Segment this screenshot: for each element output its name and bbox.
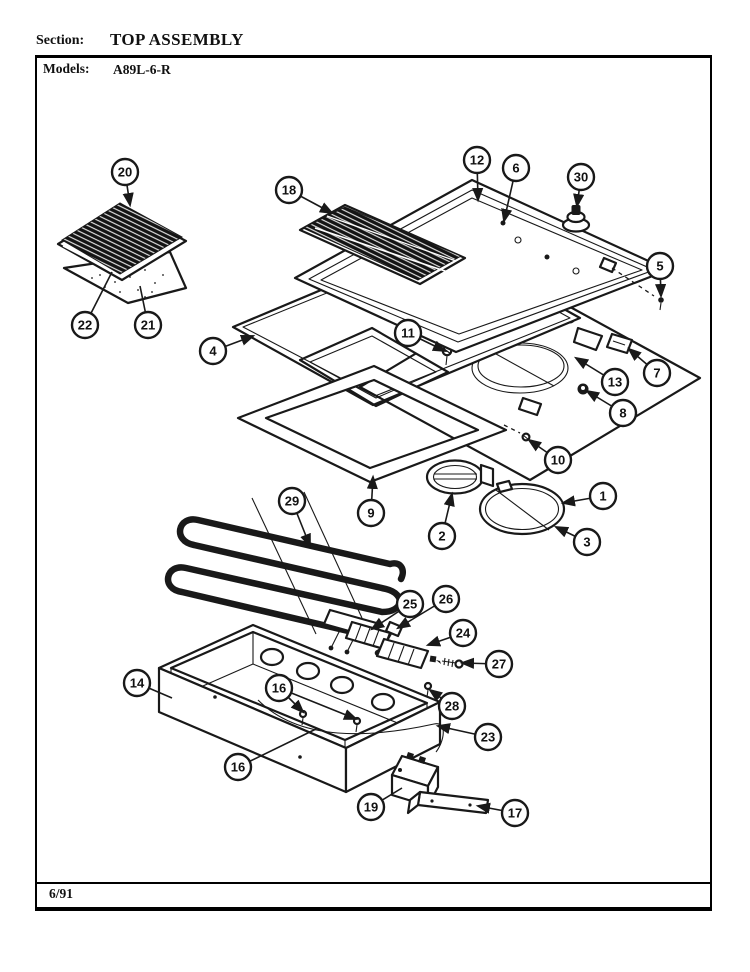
svg-text:17: 17 bbox=[508, 806, 522, 821]
callout-23: 23 bbox=[435, 722, 503, 752]
footer-strip: 6/91 bbox=[37, 882, 710, 907]
callout-17: 17 bbox=[475, 798, 530, 828]
svg-text:25: 25 bbox=[403, 597, 417, 612]
svg-text:8: 8 bbox=[619, 406, 626, 421]
svg-text:11: 11 bbox=[401, 326, 415, 341]
callout-7: 7 bbox=[627, 347, 672, 388]
svg-text:16: 16 bbox=[231, 760, 245, 775]
part-trim-ring bbox=[478, 479, 566, 536]
callout-10: 10 bbox=[527, 438, 573, 475]
callout-21: 21 bbox=[133, 285, 163, 340]
diagram-frame: Models: A89L-6-R bbox=[35, 55, 712, 911]
svg-text:5: 5 bbox=[656, 259, 663, 274]
svg-text:7: 7 bbox=[653, 366, 660, 381]
page-title: TOP ASSEMBLY bbox=[110, 30, 244, 49]
callout-5: 5 bbox=[645, 251, 675, 299]
part-knob-cap-30 bbox=[561, 205, 591, 233]
callout-16: 16 bbox=[223, 728, 317, 782]
svg-text:14: 14 bbox=[130, 676, 145, 691]
callout-27: 27 bbox=[459, 649, 514, 679]
callout-29: 29 bbox=[277, 486, 311, 549]
callout-28: 28 bbox=[428, 688, 467, 721]
part-wire-grille bbox=[56, 202, 188, 282]
svg-text:27: 27 bbox=[492, 657, 506, 672]
svg-text:29: 29 bbox=[285, 494, 299, 509]
callout-4: 4 bbox=[198, 334, 256, 366]
svg-text:26: 26 bbox=[439, 592, 453, 607]
screw-27 bbox=[436, 657, 464, 669]
section-label: Section: bbox=[36, 33, 85, 48]
knockout-tabs bbox=[259, 647, 396, 712]
callout-26: 26 bbox=[395, 584, 461, 630]
svg-text:3: 3 bbox=[583, 535, 590, 550]
svg-text:22: 22 bbox=[78, 318, 92, 333]
svg-text:13: 13 bbox=[608, 375, 622, 390]
callout-18: 18 bbox=[274, 175, 335, 215]
svg-text:30: 30 bbox=[574, 170, 588, 185]
spacer-block bbox=[429, 655, 437, 663]
screw-16b bbox=[352, 716, 362, 733]
svg-text:28: 28 bbox=[445, 699, 459, 714]
grommet bbox=[577, 383, 589, 395]
callout-22: 22 bbox=[70, 271, 113, 340]
part-front-trim bbox=[236, 364, 508, 484]
callout-16: 16 bbox=[264, 673, 359, 720]
clip-retainer bbox=[605, 332, 634, 355]
exploded-parts-diagram: 2022211812630541113781092132925262427141… bbox=[56, 145, 702, 828]
svg-text:12: 12 bbox=[470, 153, 484, 168]
callout-19: 19 bbox=[356, 787, 403, 822]
callout-9: 9 bbox=[356, 474, 386, 528]
part-mounting-bracket bbox=[406, 790, 490, 815]
vent-hole bbox=[500, 220, 506, 226]
callout-11: 11 bbox=[393, 318, 448, 353]
models-value: A89L-6-R bbox=[113, 62, 171, 77]
callout-2: 2 bbox=[427, 491, 457, 551]
svg-text:9: 9 bbox=[367, 506, 374, 521]
part-burner-ring bbox=[425, 459, 495, 495]
screw-28 bbox=[423, 681, 433, 698]
svg-text:18: 18 bbox=[282, 183, 296, 198]
revision-date: 6/91 bbox=[49, 886, 74, 901]
callout-14: 14 bbox=[122, 668, 173, 699]
callout-24: 24 bbox=[425, 618, 478, 648]
screw-5 bbox=[658, 297, 664, 311]
svg-text:10: 10 bbox=[551, 453, 565, 468]
part-terminal-block-large bbox=[375, 637, 430, 670]
svg-text:16: 16 bbox=[272, 681, 286, 696]
jumper-wire bbox=[257, 699, 444, 753]
part-burner-box bbox=[157, 623, 444, 794]
callout-12: 12 bbox=[462, 145, 492, 203]
callout-3: 3 bbox=[553, 525, 602, 557]
callout-13: 13 bbox=[573, 356, 630, 397]
svg-text:4: 4 bbox=[209, 344, 217, 359]
svg-text:24: 24 bbox=[456, 626, 471, 641]
svg-text:1: 1 bbox=[599, 489, 606, 504]
svg-text:6: 6 bbox=[512, 161, 519, 176]
callout-8: 8 bbox=[584, 389, 638, 428]
svg-text:23: 23 bbox=[481, 730, 495, 745]
svg-text:2: 2 bbox=[438, 529, 445, 544]
callout-20: 20 bbox=[110, 157, 140, 208]
callout-6: 6 bbox=[501, 153, 531, 224]
callout-30: 30 bbox=[566, 162, 596, 209]
svg-text:19: 19 bbox=[364, 800, 378, 815]
svg-text:20: 20 bbox=[118, 165, 132, 180]
svg-text:21: 21 bbox=[141, 318, 155, 333]
models-label: Models: bbox=[43, 61, 90, 76]
callout-1: 1 bbox=[560, 481, 618, 511]
callout-25: 25 bbox=[369, 589, 425, 631]
